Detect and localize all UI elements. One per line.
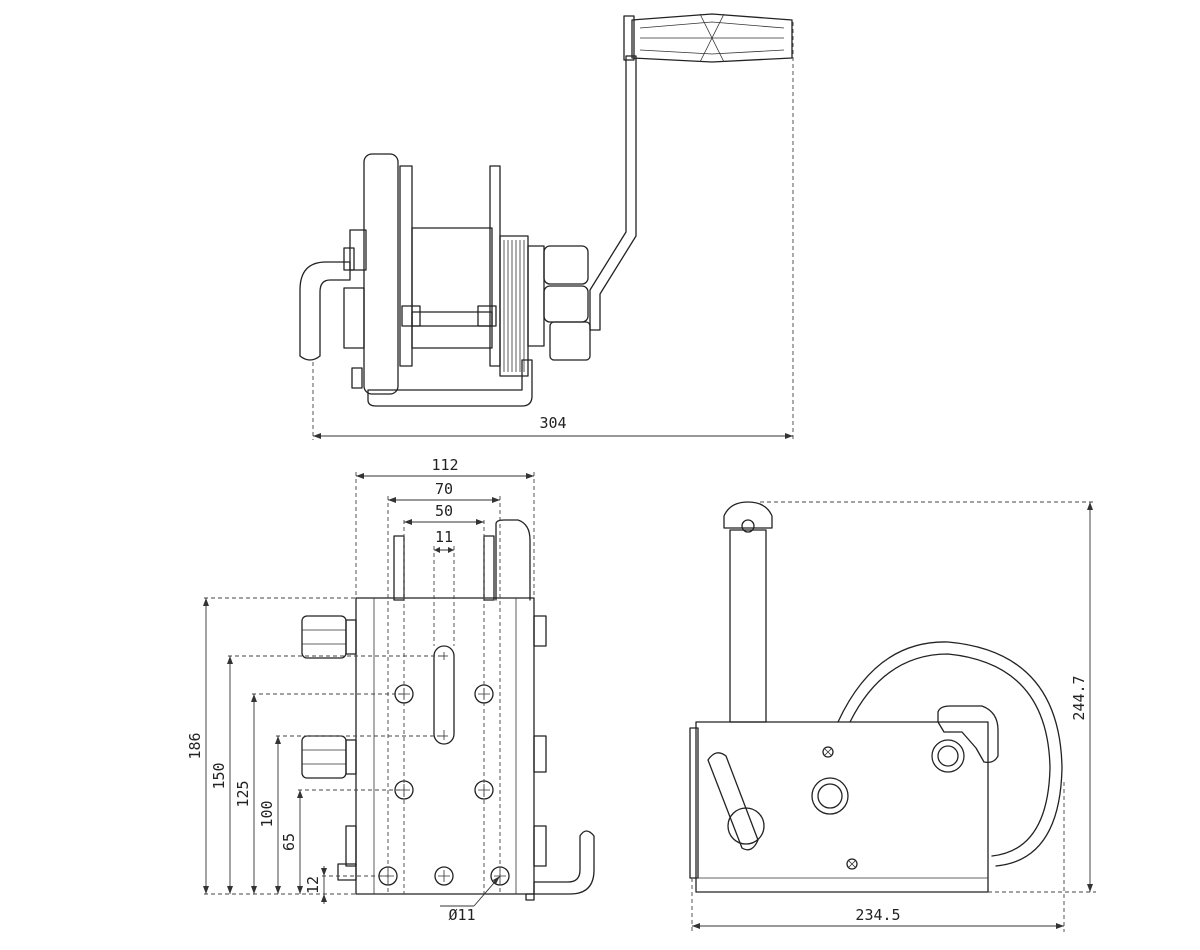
front-screw-upper	[822, 746, 834, 758]
dim-125: 125	[234, 694, 257, 894]
side-nut-lower	[301, 735, 357, 779]
mounting-slot	[433, 645, 455, 745]
dim-244-7-label: 244.7	[1070, 675, 1088, 720]
dim-150: 150	[210, 656, 233, 894]
dim-186: 186	[186, 598, 209, 894]
top-view: 304	[299, 13, 794, 440]
dim-234-5: 234.5	[692, 906, 1064, 929]
front-housing	[695, 721, 989, 893]
dim-150-label: 150	[210, 762, 228, 789]
front-pawl-housing	[931, 705, 999, 773]
side-nut-upper	[301, 615, 357, 659]
dim-12: 12	[304, 866, 327, 904]
dim-11-label: 11	[435, 528, 453, 546]
dim-100: 100	[258, 736, 281, 894]
dim-11: 11	[434, 528, 454, 553]
brake-lever-handle	[299, 261, 351, 361]
dim-234-5-label: 234.5	[855, 906, 900, 924]
side-handle	[533, 830, 595, 895]
crank-arm	[589, 55, 637, 331]
side-small-bolt	[337, 863, 357, 881]
winch-drum	[401, 227, 497, 349]
dim-hole-dia-label: Ø11	[448, 906, 475, 924]
side-flange-right	[483, 535, 495, 601]
dim-100-label: 100	[258, 800, 276, 827]
dim-112: 112	[356, 456, 534, 479]
dim-50: 50	[404, 502, 484, 525]
front-main-shaft	[811, 777, 849, 815]
front-screw-lower	[846, 858, 858, 870]
side-flange-left	[393, 535, 405, 601]
dim-244-7: 244.7	[1070, 502, 1093, 892]
dim-65-label: 65	[280, 833, 298, 851]
front-view: 244.7 234.5	[689, 501, 1096, 932]
dim-70-label: 70	[435, 480, 453, 498]
dim-50-label: 50	[435, 502, 453, 520]
crank-grip	[623, 13, 793, 63]
dim-186-label: 186	[186, 732, 204, 759]
mounting-holes	[378, 684, 510, 886]
front-brake-lever	[707, 752, 765, 851]
gear-assembly	[499, 235, 591, 377]
dim-112-label: 112	[431, 456, 458, 474]
dim-hole-diameter: Ø11	[440, 875, 501, 924]
dim-70: 70	[388, 480, 500, 503]
dim-12-label: 12	[304, 876, 322, 894]
side-gear-cover	[495, 519, 531, 601]
left-side-plate	[343, 153, 413, 395]
side-frame	[355, 597, 535, 895]
winch-cable	[837, 641, 1063, 867]
front-handle-tube	[723, 501, 773, 723]
base-plate	[367, 359, 533, 407]
side-view: 112 70 50 11 186	[186, 456, 595, 924]
dim-125-label: 125	[234, 780, 252, 807]
dim-overall-width: 304	[312, 22, 794, 440]
dim-304-label: 304	[539, 414, 566, 432]
dim-65: 65	[280, 790, 303, 894]
